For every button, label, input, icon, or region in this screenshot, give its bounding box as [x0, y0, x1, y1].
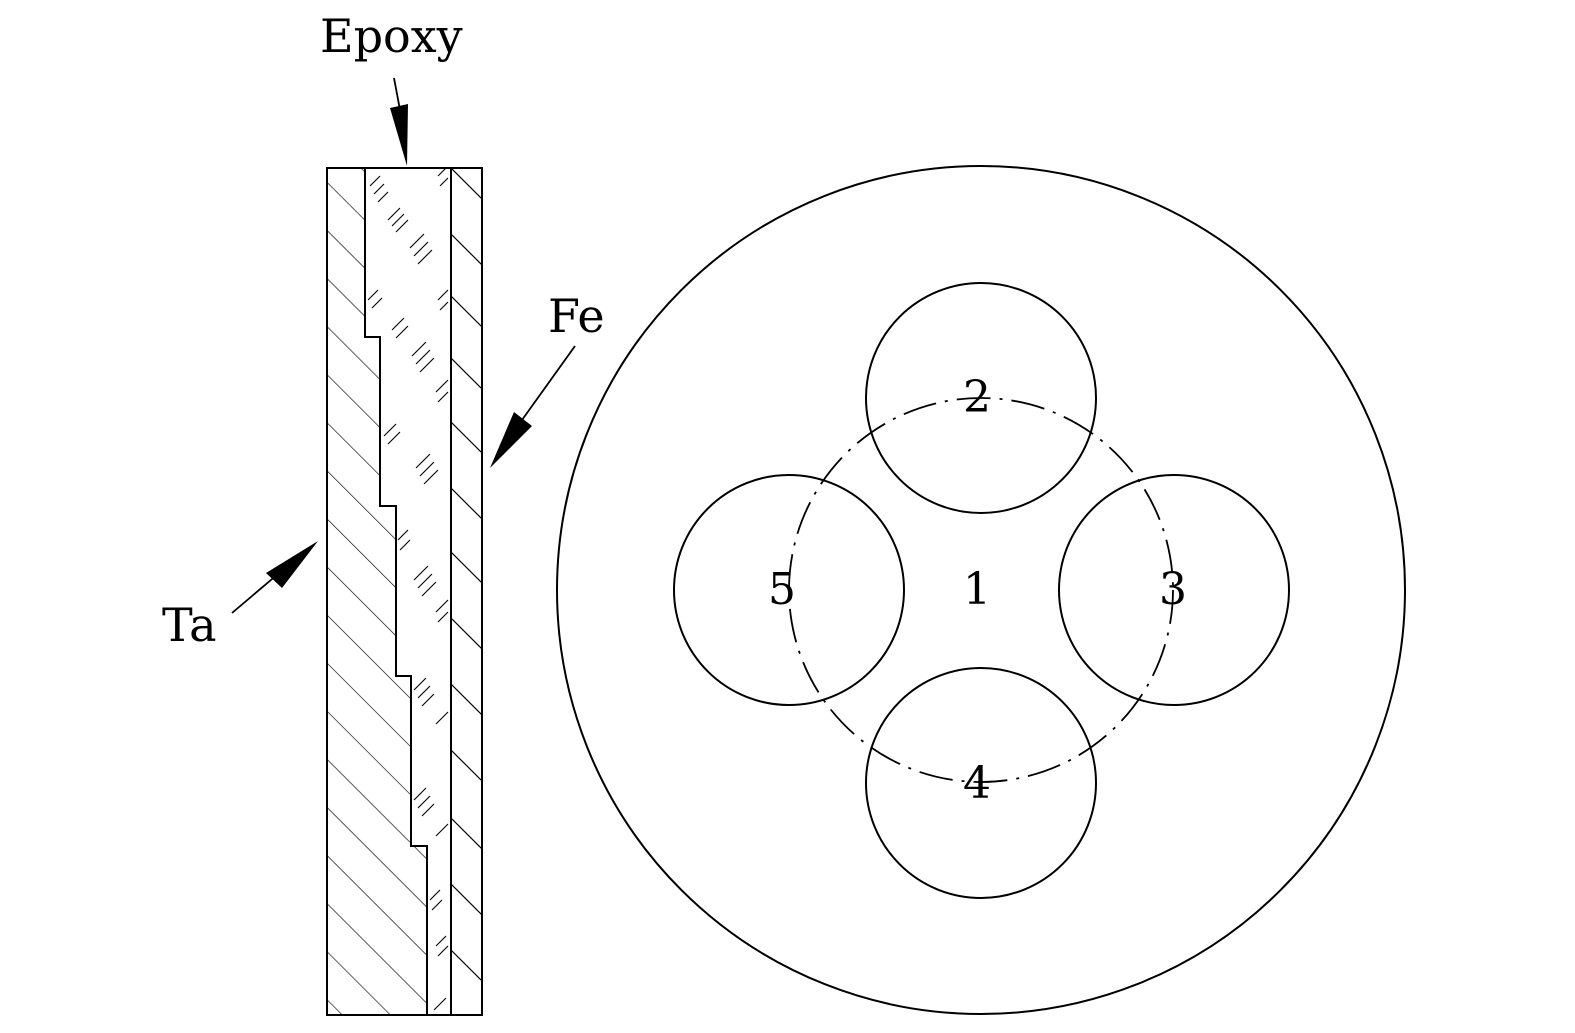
epoxy-arrowhead — [390, 104, 408, 166]
region-label-4: 4 — [963, 758, 991, 809]
ta-step-boundary — [364, 168, 428, 1015]
side-section — [326, 167, 483, 1016]
fe-arrowhead — [490, 412, 532, 468]
outer-disk — [556, 165, 1406, 1015]
circle-left — [673, 474, 905, 706]
circle-right — [1058, 474, 1290, 706]
fe-label: Fe — [548, 289, 605, 343]
epoxy-callout: Epoxy — [320, 9, 463, 166]
region-label-3: 3 — [1159, 564, 1187, 615]
region-numbers: 1 2 3 4 5 — [768, 372, 1187, 809]
ta-arrowhead — [266, 541, 318, 588]
fe-layer-hatch — [451, 168, 482, 982]
region-label-1: 1 — [963, 564, 991, 615]
epoxy-label: Epoxy — [320, 9, 463, 63]
ta-label: Ta — [162, 598, 217, 652]
circle-bottom — [865, 667, 1097, 899]
ta-callout: Ta — [162, 541, 318, 652]
epoxy-layer-hatch — [367, 167, 449, 1011]
fe-callout: Fe — [490, 289, 605, 468]
ta-layer-hatch — [327, 168, 427, 1015]
region-label-5: 5 — [768, 564, 796, 615]
circle-top — [865, 282, 1097, 514]
section-outline — [326, 167, 483, 1016]
region-label-2: 2 — [963, 372, 991, 423]
dashed-ring — [788, 397, 1174, 783]
face-view — [556, 165, 1406, 1015]
